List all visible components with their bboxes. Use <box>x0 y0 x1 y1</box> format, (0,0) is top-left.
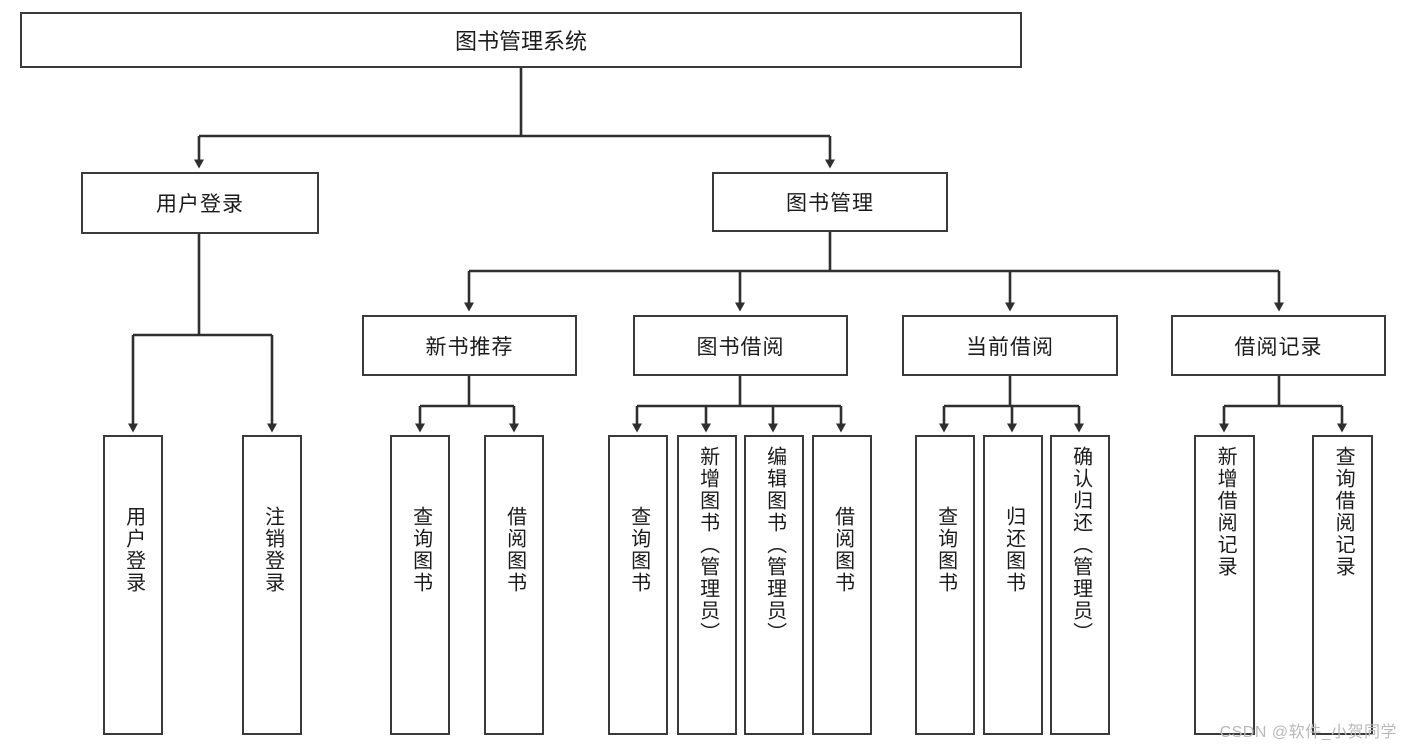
leaf-edit-book-admin[interactable]: 编辑图书（管理员） <box>744 435 804 735</box>
leaf-borrow-book-label: 借阅图书 <box>831 506 854 594</box>
leaf-query-book-recommend[interactable]: 查询图书 <box>390 435 450 735</box>
node-user-login[interactable]: 用户登录 <box>81 172 319 234</box>
leaf-query-book-borrow-label: 查询图书 <box>627 506 650 594</box>
node-root[interactable]: 图书管理系统 <box>20 12 1022 68</box>
node-new-book-recommend-label: 新书推荐 <box>425 335 514 359</box>
node-user-login-label: 用户登录 <box>156 193 244 216</box>
node-borrow-record[interactable]: 借阅记录 <box>1171 315 1386 376</box>
leaf-logout[interactable]: 注销登录 <box>242 435 302 735</box>
leaf-borrow-book[interactable]: 借阅图书 <box>812 435 872 735</box>
node-book-borrow[interactable]: 图书借阅 <box>633 315 848 376</box>
leaf-edit-book-admin-label: 编辑图书（管理员） <box>763 446 786 644</box>
leaf-user-login[interactable]: 用户登录 <box>103 435 163 735</box>
leaf-return-book-label: 归还图书 <box>1002 506 1025 594</box>
node-book-management-label: 图书管理 <box>786 192 874 215</box>
leaf-query-book-recommend-label: 查询图书 <box>409 506 432 594</box>
leaf-borrow-book-recommend-label: 借阅图书 <box>503 506 526 594</box>
leaf-add-book-admin-label: 新增图书（管理员） <box>696 446 719 644</box>
leaf-user-login-label: 用户登录 <box>122 506 145 594</box>
leaf-add-borrow-record[interactable]: 新增借阅记录 <box>1194 435 1255 735</box>
watermark: CSDN @软件_小贺同学 <box>1219 724 1397 741</box>
node-new-book-recommend[interactable]: 新书推荐 <box>362 315 577 376</box>
node-borrow-record-label: 借阅记录 <box>1234 335 1323 359</box>
leaf-confirm-return-admin[interactable]: 确认归还（管理员） <box>1050 435 1110 735</box>
leaf-query-borrow-record[interactable]: 查询借阅记录 <box>1312 435 1373 735</box>
leaf-query-borrow-record-label: 查询借阅记录 <box>1332 446 1355 578</box>
leaf-add-borrow-record-label: 新增借阅记录 <box>1214 446 1237 578</box>
node-current-borrow-label: 当前借阅 <box>966 335 1054 359</box>
node-root-label: 图书管理系统 <box>454 29 587 54</box>
leaf-borrow-book-recommend[interactable]: 借阅图书 <box>484 435 544 735</box>
node-current-borrow[interactable]: 当前借阅 <box>902 315 1118 376</box>
leaf-logout-label: 注销登录 <box>261 506 284 594</box>
node-book-borrow-label: 图书借阅 <box>696 335 785 359</box>
node-book-management[interactable]: 图书管理 <box>712 172 948 232</box>
leaf-query-book-borrow[interactable]: 查询图书 <box>608 435 668 735</box>
leaf-add-book-admin[interactable]: 新增图书（管理员） <box>677 435 737 735</box>
leaf-confirm-return-admin-label: 确认归还（管理员） <box>1069 446 1092 644</box>
leaf-query-book-current-label: 查询图书 <box>934 506 957 594</box>
leaf-query-book-current[interactable]: 查询图书 <box>915 435 975 735</box>
leaf-return-book[interactable]: 归还图书 <box>983 435 1043 735</box>
